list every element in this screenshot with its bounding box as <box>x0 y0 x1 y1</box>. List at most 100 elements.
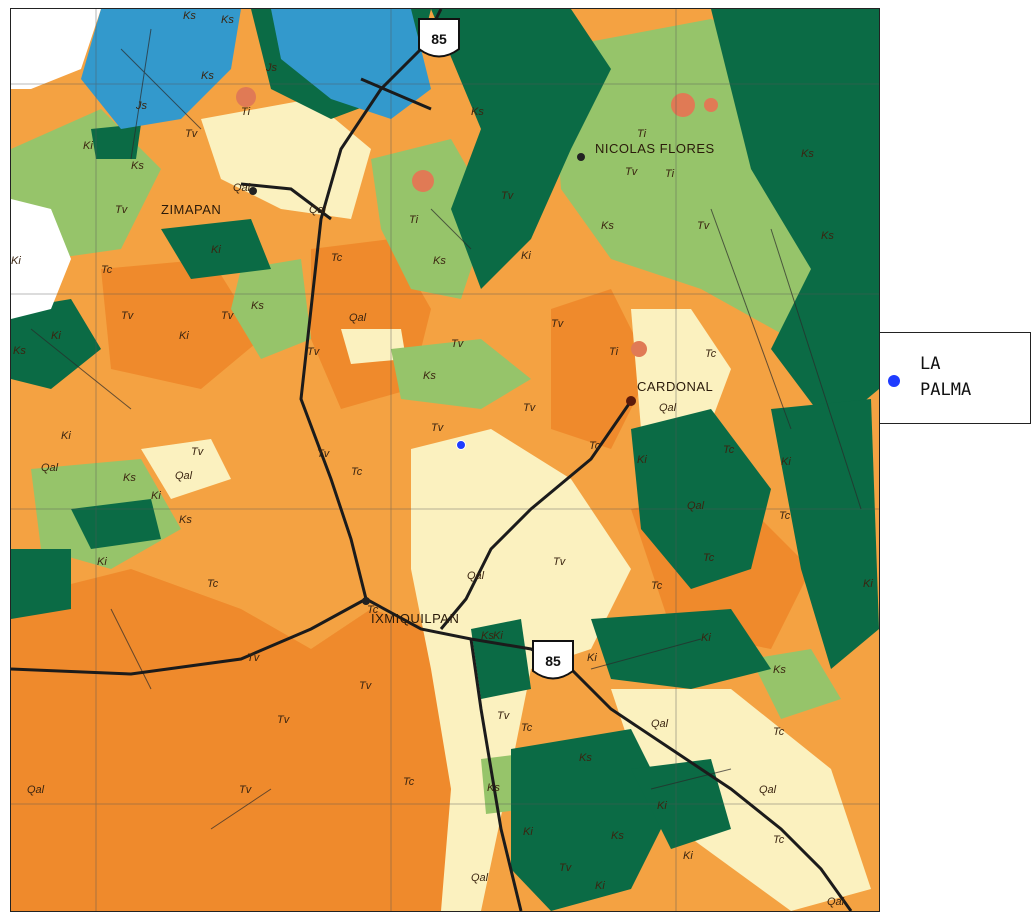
unit-label-qal: Qal <box>41 462 59 474</box>
ki-unit-area <box>631 409 771 589</box>
fault-lines <box>30 28 862 830</box>
unit-label-ks: Ks <box>801 148 814 160</box>
unit-label-ks: Ks <box>481 630 494 642</box>
unit-label-ki: Ki <box>97 556 107 568</box>
unit-label-tv: Tv <box>359 680 373 692</box>
unit-label-qal: Qal <box>233 182 251 194</box>
ki-unit-area <box>91 124 141 159</box>
unit-label-ki: Ki <box>781 456 791 468</box>
ti-unit-spot <box>704 98 718 112</box>
unit-label-ks: Ks <box>221 14 234 26</box>
geologic-map: 85 85 ZIMAPAN NICOLAS FLORES CARDONAL IX… <box>10 8 880 912</box>
highway-shield-south: 85 <box>532 640 574 680</box>
road-cardonal <box>439 400 633 630</box>
unit-label-ki: Ki <box>211 244 221 256</box>
unit-label-ki: Ki <box>657 800 667 812</box>
unit-label-ti: Ti <box>637 128 647 140</box>
unit-label-tc: Tc <box>705 348 717 360</box>
unit-label-tv: Tv <box>115 204 129 216</box>
unit-label-tc: Tc <box>521 722 533 734</box>
unmapped-area <box>11 199 71 319</box>
unit-label-tc: Tc <box>367 604 379 616</box>
unmapped-area <box>11 9 101 89</box>
unit-label-qal: Qal <box>467 570 485 582</box>
unit-label-tv: Tv <box>501 190 515 202</box>
ks-unit-area <box>391 339 531 409</box>
unit-label-ki: Ki <box>521 250 531 262</box>
town-dot-ixmiquilpan <box>362 597 370 605</box>
unit-label-tc: Tc <box>703 552 715 564</box>
unit-label-js: Js <box>135 100 148 112</box>
unit-label-js: Js <box>265 62 278 74</box>
unit-label-tc: Tc <box>589 440 601 452</box>
place-label-cardonal: CARDONAL <box>637 379 713 394</box>
ki-unit-area <box>711 9 879 429</box>
unit-label-ks: Ks <box>611 830 624 842</box>
unit-label-ks: Ks <box>423 370 436 382</box>
ki-unit-area <box>591 609 771 689</box>
unit-label-ki: Ki <box>595 880 605 892</box>
highway-85-road <box>299 9 853 911</box>
ki-unit-area <box>771 399 879 669</box>
unit-label-qal: Qal <box>827 896 845 908</box>
unit-label-tc: Tc <box>773 726 785 738</box>
unit-label-ks: Ks <box>251 300 264 312</box>
unit-label-tv: Tv <box>121 310 135 322</box>
unit-label-ks: Ks <box>821 230 834 242</box>
tc-unit-area <box>101 259 261 389</box>
unit-label-ks: Ks <box>579 752 592 764</box>
unit-label-qal: Qal <box>759 784 777 796</box>
unit-label-ti: Ti <box>609 346 619 358</box>
unit-label-tv: Tv <box>625 166 639 178</box>
road-zimapan <box>240 182 332 221</box>
unit-label-ki: Ki <box>683 850 693 862</box>
unit-label-ki: Ki <box>83 140 93 152</box>
js-unit-area <box>81 9 241 129</box>
unit-label-ki: Ki <box>587 652 597 664</box>
unit-label-tc: Tc <box>207 578 219 590</box>
svg-text:85: 85 <box>545 653 561 669</box>
ki-unit-area <box>71 499 161 549</box>
unit-label-tc: Tc <box>779 510 791 522</box>
ki-unit-area <box>11 549 71 619</box>
unit-label-qal: Qal <box>309 204 327 216</box>
ti-unit-spot <box>631 341 647 357</box>
unit-label-ks: Ks <box>183 10 196 22</box>
unit-label-ks: Ks <box>13 345 26 357</box>
unit-label-tc: Tc <box>403 776 415 788</box>
place-label-nicolas-flores: NICOLAS FLORES <box>595 141 715 156</box>
unit-label-tc: Tc <box>101 264 113 276</box>
road-north-loop <box>360 77 432 111</box>
qal-unit-area <box>141 439 231 499</box>
unit-label-ks: Ks <box>487 782 500 794</box>
unit-label-tc: Tc <box>773 834 785 846</box>
unit-label-tv: Tv <box>451 338 465 350</box>
unit-label-qal: Qal <box>651 718 669 730</box>
map-canvas: 85 85 ZIMAPAN NICOLAS FLORES CARDONAL IX… <box>11 9 879 911</box>
unit-labels: Js Js Ks Ks Ks Ks Ks Ks Ks Ks Ks Ks Ks K… <box>11 10 873 908</box>
unit-label-ks: Ks <box>601 220 614 232</box>
unit-label-ki: Ki <box>863 578 873 590</box>
road-west <box>11 597 367 676</box>
unit-label-tv: Tv <box>247 652 261 664</box>
unit-label-tv: Tv <box>185 128 199 140</box>
legend-label: LA PALMA <box>920 354 972 400</box>
ks-unit-area <box>231 259 311 359</box>
unit-label-tv: Tv <box>307 346 321 358</box>
place-label-ixmiquilpan: IXMIQUILPAN <box>371 611 459 626</box>
unit-label-tv: Tv <box>559 862 573 874</box>
unit-label-ks: Ks <box>123 472 136 484</box>
unit-label-ks: Ks <box>773 664 786 676</box>
unit-label-tv: Tv <box>497 710 511 722</box>
unit-label-ki: Ki <box>11 255 21 267</box>
ti-unit-spot <box>412 170 434 192</box>
svg-text:85: 85 <box>431 31 447 47</box>
unit-label-ki: Ki <box>523 826 533 838</box>
ks-unit-area <box>751 649 841 719</box>
unit-label-tv: Tv <box>221 310 235 322</box>
unit-label-ki: Ki <box>179 330 189 342</box>
unit-label-tv: Tv <box>523 402 537 414</box>
unit-label-ki: Ki <box>51 330 61 342</box>
unit-label-ki: Ki <box>61 430 71 442</box>
unit-label-ks: Ks <box>471 106 484 118</box>
